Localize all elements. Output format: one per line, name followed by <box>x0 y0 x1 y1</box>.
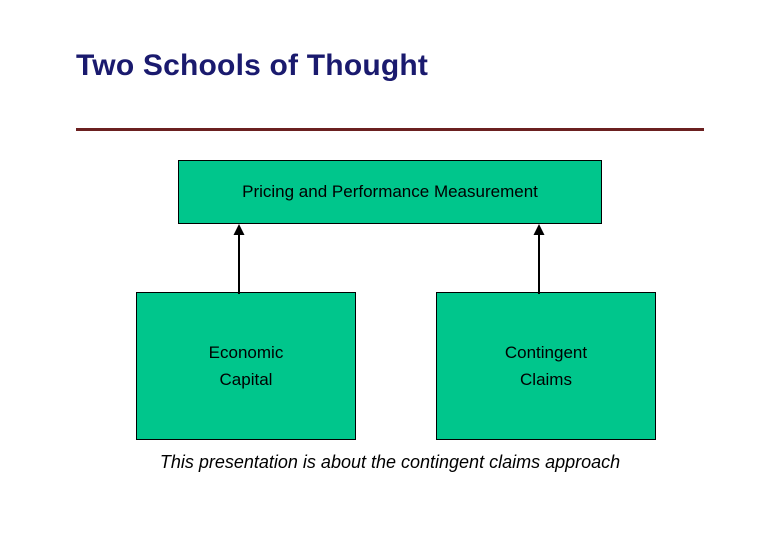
diagram-box-label-line1: Economic <box>208 342 284 362</box>
diagram-box-pricing-and-performance-measurement: Pricing and Performance Measurement <box>178 160 602 224</box>
diagram-box-label-group: Economic Capital <box>209 339 284 393</box>
diagram-box-label-line2: Capital <box>219 370 273 389</box>
diagram-box-label-group: Contingent Claims <box>505 339 587 393</box>
page-title: Two Schools of Thought <box>76 49 429 82</box>
diagram-box-contingent-claims: Contingent Claims <box>436 292 656 440</box>
diagram-box-label: Pricing and Performance Measurement <box>242 182 538 202</box>
diagram-box-label-line1: Contingent <box>504 342 588 362</box>
diagram-box-label-line2: Claims <box>520 370 572 389</box>
up-arrow-icon <box>533 224 545 294</box>
diagram-box-economic-capital: Economic Capital <box>136 292 356 440</box>
title-divider <box>76 128 704 131</box>
up-arrow-icon <box>233 224 245 294</box>
slide-caption: This presentation is about the contingen… <box>159 452 621 472</box>
